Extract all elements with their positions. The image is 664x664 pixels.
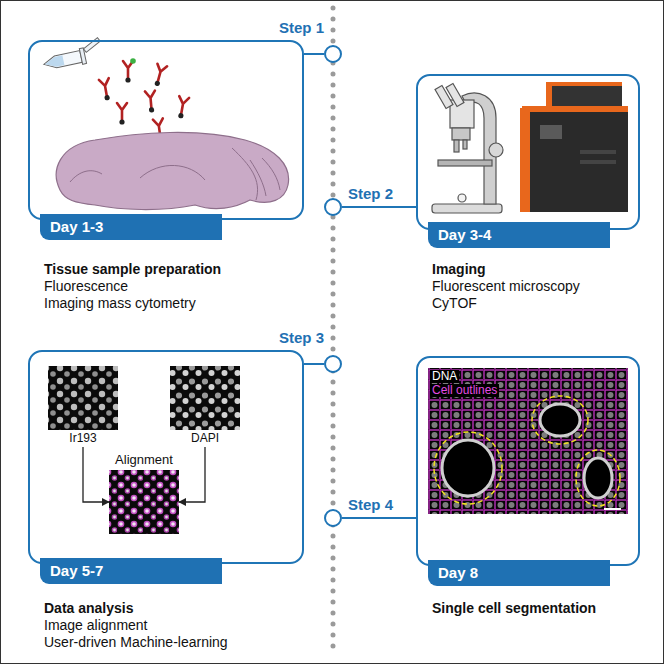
brain-section: [56, 132, 288, 209]
panel-caption: Tissue sample preparationFluorescenceIma…: [44, 261, 221, 312]
day-label: Day 3-4: [438, 222, 491, 248]
panel-item: Fluorescent microscopy: [432, 278, 580, 295]
tube-icon: [41, 37, 104, 72]
panel-heading: Imaging: [432, 261, 580, 278]
day-tab: Day 8: [428, 560, 610, 586]
aligned-image: Alignment: [109, 470, 179, 534]
step-connector: [304, 363, 324, 365]
cytof-instrument: [520, 82, 628, 212]
panel-item: CyTOF: [432, 295, 580, 312]
antibodies: [99, 58, 189, 141]
microscope-icon: [432, 83, 503, 213]
segmentation-image: [428, 368, 628, 514]
image-label: Cell outlines: [430, 384, 499, 397]
panel-heading: Data analysis: [44, 600, 228, 617]
alignment-arrow: [83, 447, 109, 502]
step-marker: Step 3: [324, 355, 342, 373]
step-label: Step 3: [279, 329, 324, 347]
day-label: Day 1-3: [50, 214, 103, 240]
day-label: Day 8: [438, 560, 478, 586]
panel-caption: Data analysisImage alignmentUser-driven …: [44, 600, 228, 651]
alignment-label: Alignment: [89, 452, 199, 467]
step-marker: Step 2: [324, 198, 342, 216]
image-label: DNA: [430, 370, 459, 383]
day-tab: Day 1-3: [40, 214, 222, 240]
step-panel: Tissue sample preparationFluorescenceIma…: [28, 40, 304, 220]
day-tab: Day 3-4: [428, 222, 610, 248]
day-tab: Day 5-7: [40, 558, 222, 584]
step-label: Step 2: [348, 185, 393, 203]
panel-caption: ImagingFluorescent microscopyCyTOF: [432, 261, 580, 312]
step-panel: Data analysisImage alignmentUser-driven …: [28, 350, 304, 564]
panel-heading: Tissue sample preparation: [44, 261, 221, 278]
step-marker: Step 4: [324, 509, 342, 527]
panel-item: Imaging mass cytometry: [44, 295, 221, 312]
panel-item: Image alignment: [44, 617, 228, 634]
step-connector: [342, 206, 416, 208]
panel-heading: Single cell segmentation: [432, 600, 596, 617]
step-marker: Step 1: [324, 45, 342, 63]
panel-caption: Single cell segmentation: [432, 600, 596, 617]
panel-item: Fluorescence: [44, 278, 221, 295]
step-connector: [304, 53, 324, 55]
channel-label: DAPI: [170, 431, 240, 445]
step-panel: ImagingFluorescent microscopyCyTOFDay 3-…: [416, 74, 640, 230]
image-tile: DAPI: [170, 366, 240, 445]
channel-label: Ir193: [48, 431, 118, 445]
microscopy-tiles: [48, 366, 240, 534]
timeline-dots: [331, 8, 336, 656]
panel-item: User-driven Machine-learning: [44, 634, 228, 651]
step-label: Step 4: [348, 496, 393, 514]
day-label: Day 5-7: [50, 558, 103, 584]
image-tile: Ir193: [48, 366, 118, 445]
step-connector: [342, 517, 416, 519]
alignment-arrow: [179, 447, 205, 502]
step-label: Step 1: [279, 19, 324, 37]
